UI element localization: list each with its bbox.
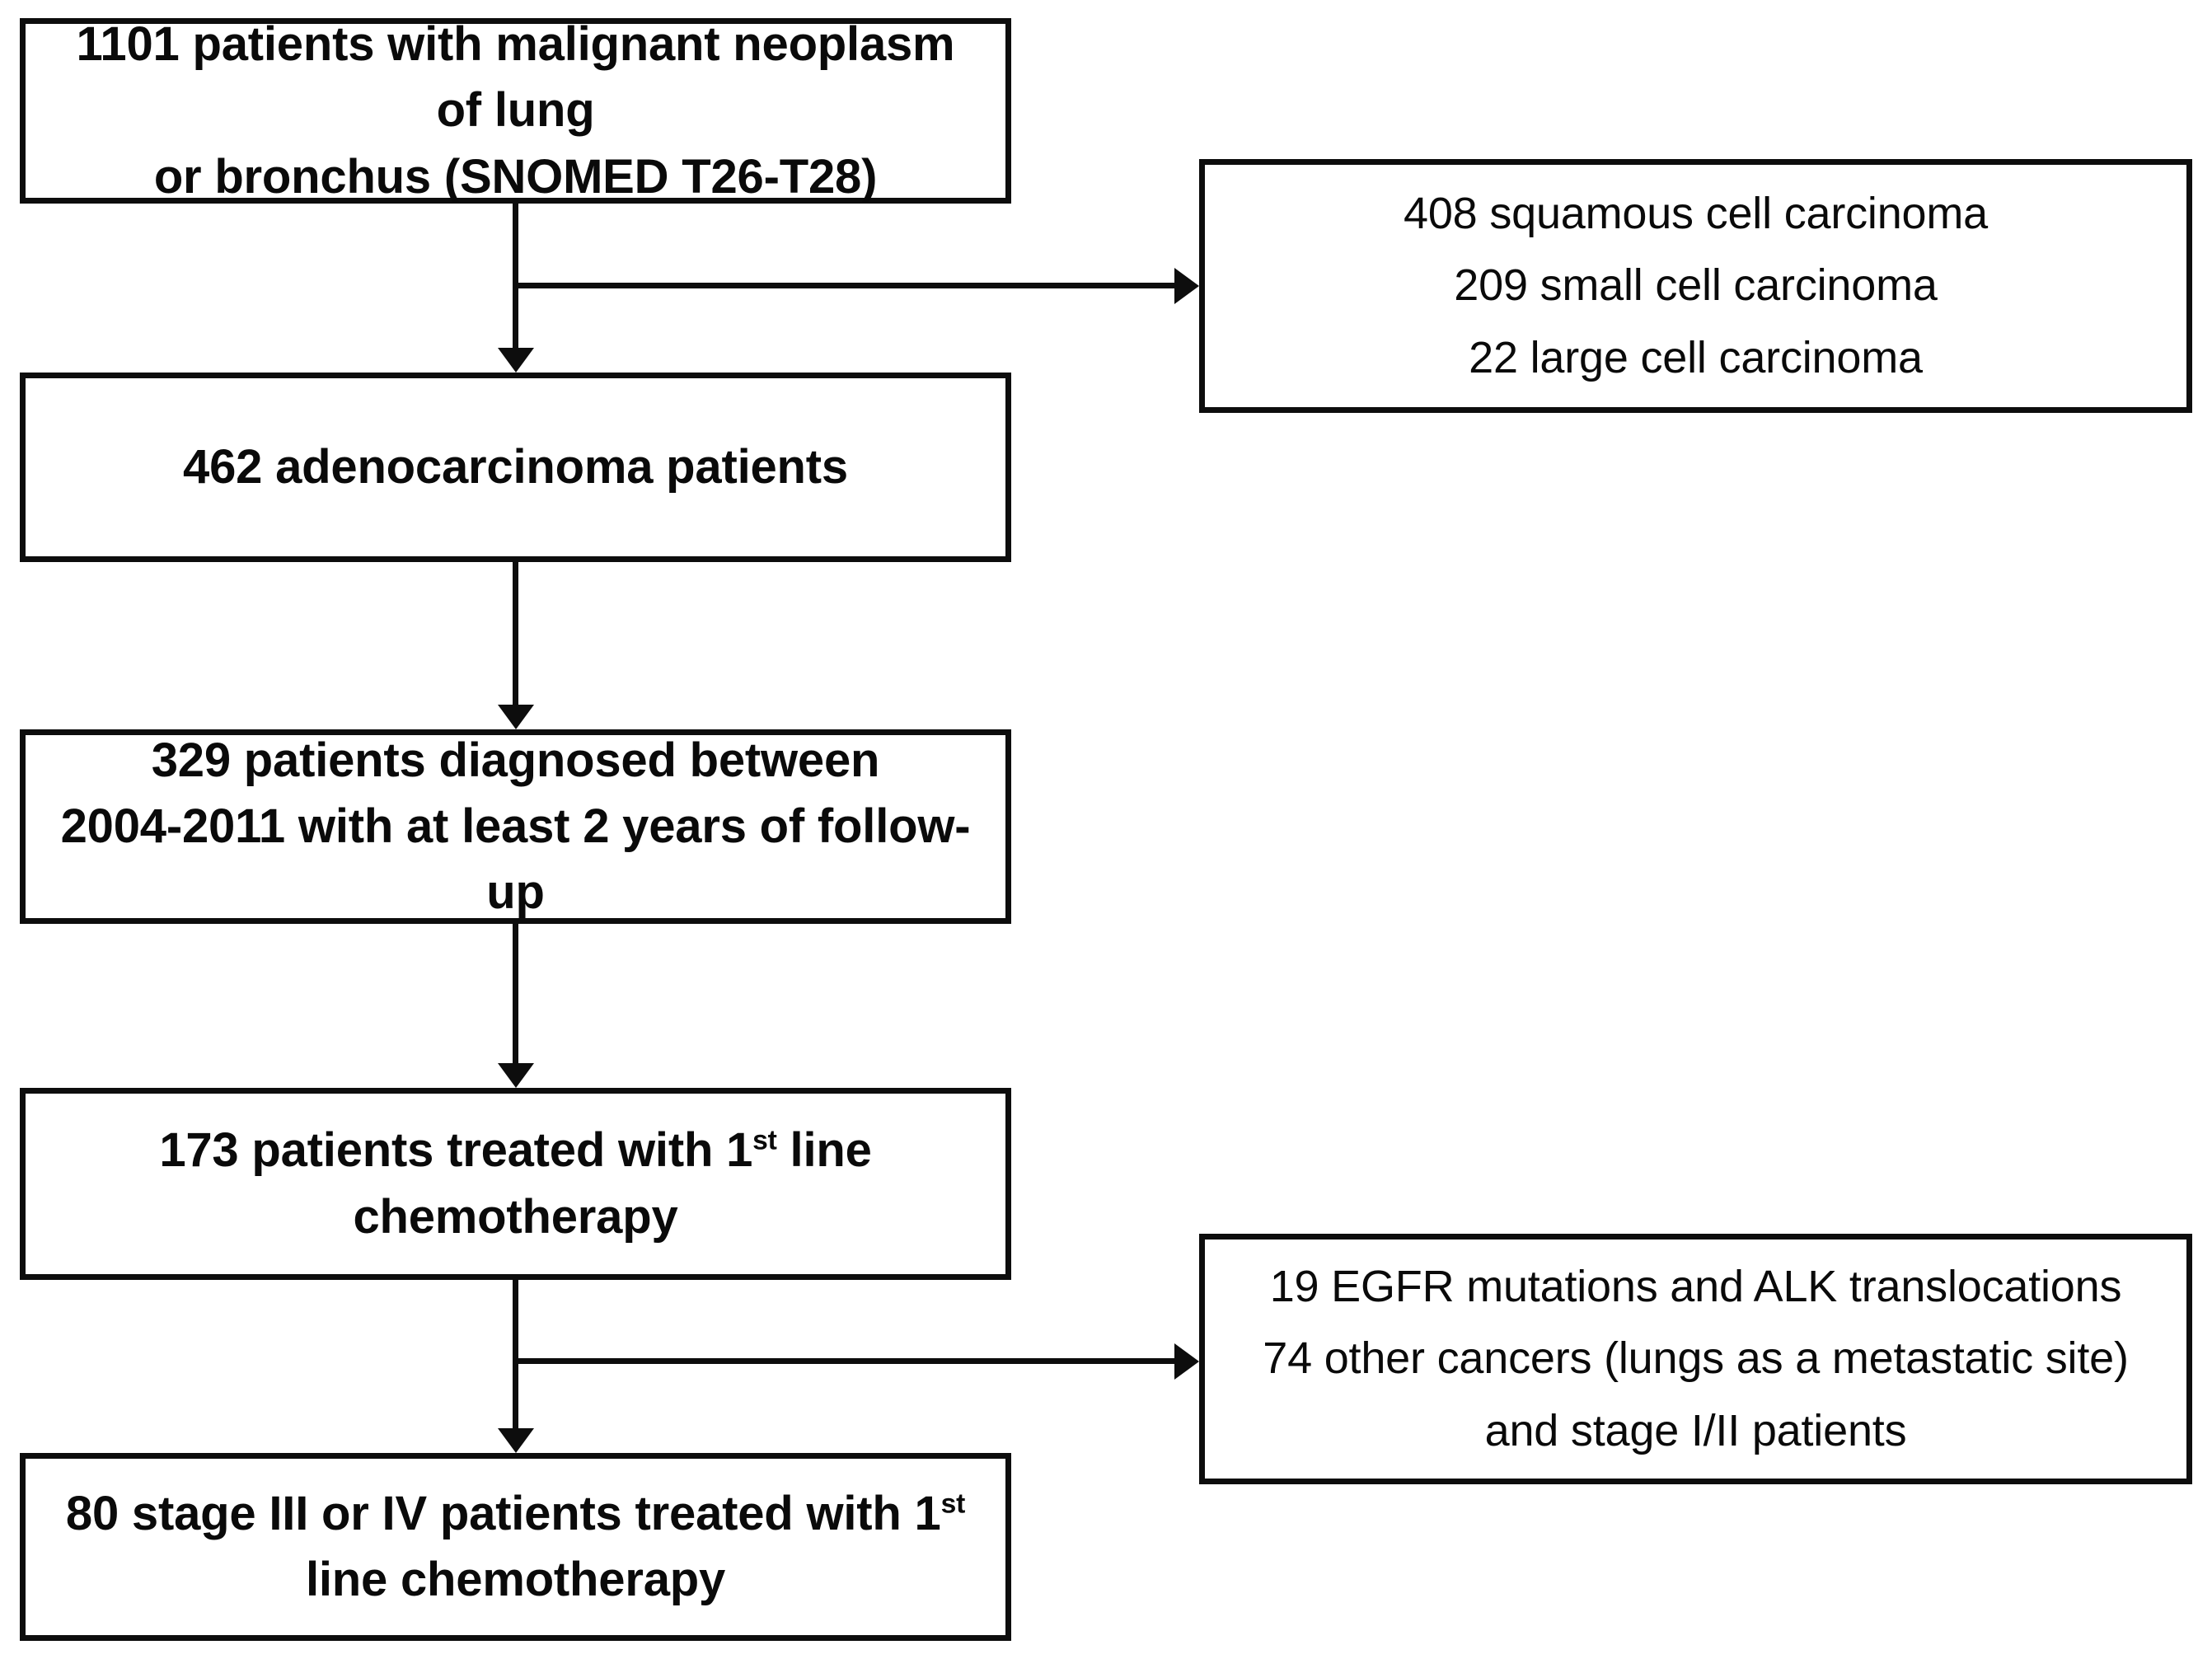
flow-node-462-adenocarcinoma-label: 462 adenocarcinoma patients xyxy=(183,439,848,494)
connector-line-node3-node4 xyxy=(513,924,518,1063)
connector-line-node2-node3 xyxy=(513,562,518,705)
arrow-right-icon-branch-mutations xyxy=(1174,1343,1199,1380)
flow-node-173-first-line-chemo-label: 173 patients treated with 1st line chemo… xyxy=(159,1123,872,1244)
connector-line-branch-mutations xyxy=(513,1358,1180,1364)
flow-node-1101-patients-label: 1101 patients with malignant neoplasm of… xyxy=(76,17,955,204)
flow-node-80-stage-iii-iv-label: 80 stage III or IV patients treated with… xyxy=(65,1486,966,1606)
connector-line-branch-histology xyxy=(513,283,1180,288)
arrow-down-icon-node3-node4 xyxy=(498,1063,534,1088)
arrow-down-icon-node2-node3 xyxy=(498,705,534,729)
flow-node-462-adenocarcinoma: 462 adenocarcinoma patients xyxy=(20,373,1011,562)
arrow-down-icon-node1-node2 xyxy=(498,348,534,373)
arrow-down-icon-node4-node5 xyxy=(498,1428,534,1453)
flow-node-1101-patients: 1101 patients with malignant neoplasm of… xyxy=(20,17,1011,204)
connector-line-node4-node5 xyxy=(513,1280,518,1428)
arrow-right-icon-branch-histology xyxy=(1174,268,1199,304)
exclusion-box-mutations-other: 19 EGFR mutations and ALK translocations… xyxy=(1199,1234,2192,1484)
flow-node-173-first-line-chemo: 173 patients treated with 1st line chemo… xyxy=(20,1088,1011,1280)
flow-node-80-stage-iii-iv: 80 stage III or IV patients treated with… xyxy=(20,1453,1011,1641)
exclusion-box-mutations-other-label: 19 EGFR mutations and ALK translocations… xyxy=(1263,1261,2129,1455)
connector-line-node1-node2 xyxy=(513,204,518,348)
